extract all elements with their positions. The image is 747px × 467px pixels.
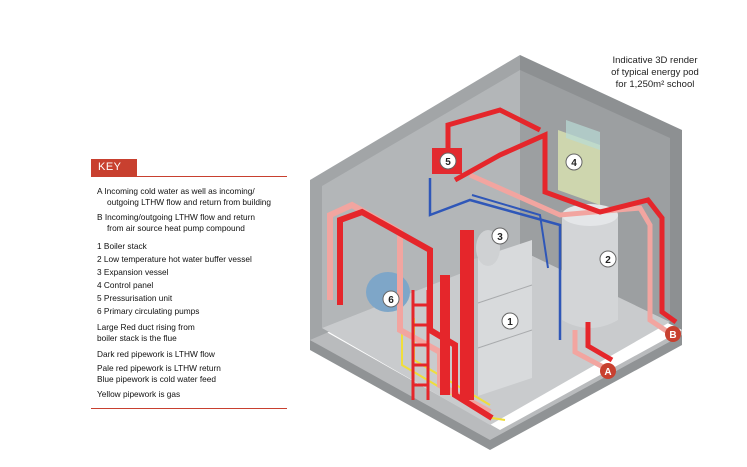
key-item-gas: Yellow pipework is gas [97, 389, 181, 399]
svg-text:6: 6 [388, 295, 394, 306]
pipe-rack [411, 290, 430, 400]
key-title: KEY [91, 159, 137, 176]
cold-water-pipe-2 [471, 194, 549, 269]
key-item-return-line1: Pale red pipework is LTHW return [97, 363, 221, 373]
return-pipe-upper [468, 172, 670, 335]
key-item-b: B Incoming/outgoing LTHW flow and return… [97, 212, 287, 233]
flow-pipe-upper [453, 131, 678, 325]
flow-pipe-rise [445, 107, 542, 148]
key-panel: KEY A Incoming cold water as well as inc… [91, 159, 287, 409]
key-item-1: 1 Boiler stack [97, 241, 147, 251]
key-item-a-line1: A Incoming cold water as well as incomin… [97, 186, 255, 196]
key-item-flow: Dark red pipework is LTHW flow [97, 349, 215, 359]
caption-line-2: of typical energy pod [611, 67, 699, 78]
callout-a: A [600, 363, 616, 379]
key-item-2: 2 Low temperature hot water buffer vesse… [97, 254, 252, 264]
key-item-cold-line: Blue pipework is cold water feed [97, 373, 216, 384]
boiler-seam-2 [477, 329, 533, 349]
cold-water-pipe [428, 178, 562, 340]
key-item-b-line2: from air source heat pump compound [107, 222, 245, 233]
flue-duct-2 [440, 275, 450, 395]
key-item-b-line1: B Incoming/outgoing LTHW flow and return [97, 212, 256, 222]
key-item-flue: Large Red duct rising from boiler stack … [97, 322, 287, 343]
svg-text:A: A [604, 367, 611, 378]
callout-5: 5 [439, 152, 457, 170]
svg-text:1: 1 [507, 317, 513, 328]
callout-2: 2 [599, 250, 617, 268]
key-item-flue-line2: boiler stack is the flue [97, 332, 177, 343]
flow-pipe-a [585, 322, 614, 363]
callout-4: 4 [565, 153, 583, 171]
key-item-3: 3 Expansion vessel [97, 267, 169, 277]
callout-6: 6 [382, 290, 400, 308]
svg-text:5: 5 [445, 157, 451, 168]
callout-1: 1 [501, 312, 519, 330]
svg-text:3: 3 [497, 232, 503, 243]
svg-text:4: 4 [571, 158, 577, 169]
key-item-a: A Incoming cold water as well as incomin… [97, 186, 287, 207]
flow-pipe-main [337, 208, 494, 421]
boiler-seam-1 [477, 284, 533, 304]
key-item-6: 6 Primary circulating pumps [97, 306, 200, 316]
svg-text:B: B [669, 330, 676, 341]
control-panel-glass [566, 120, 600, 150]
key-item-return: Pale red pipework is LTHW return Blue pi… [97, 363, 287, 384]
callout-3: 3 [491, 227, 509, 245]
key-item-4: 4 Control panel [97, 280, 154, 290]
return-pipe-a [572, 330, 607, 371]
key-item-flue-line1: Large Red duct rising from [97, 322, 195, 332]
buffer-vessel [562, 215, 618, 328]
callout-b: B [665, 326, 681, 342]
key-item-a-line2: outgoing LTHW flow and return from build… [107, 196, 272, 207]
key-frame [91, 176, 287, 409]
render-caption: Indicative 3D render of typical energy p… [580, 55, 730, 91]
caption-line-1: Indicative 3D render [612, 55, 698, 66]
key-item-5: 5 Pressurisation unit [97, 293, 173, 303]
flue-duct [460, 230, 474, 400]
caption-line-3: for 1,250m² school [615, 79, 695, 90]
svg-text:2: 2 [605, 255, 611, 266]
